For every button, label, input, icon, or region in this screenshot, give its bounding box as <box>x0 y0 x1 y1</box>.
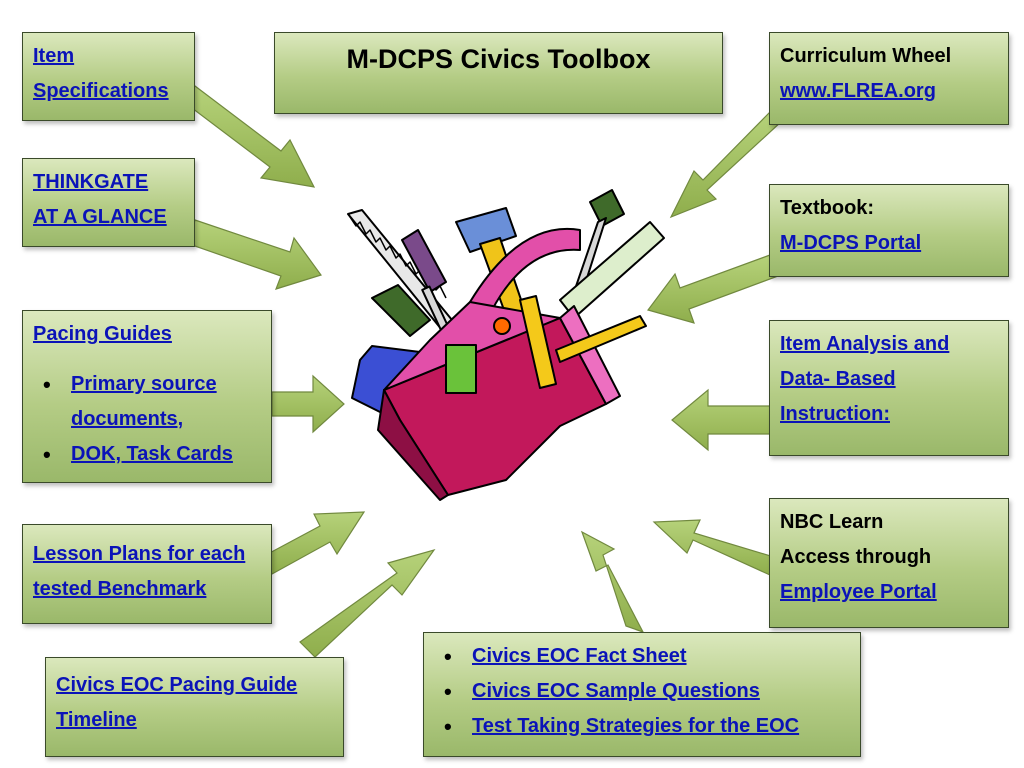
arrow-eoc-list <box>580 530 645 634</box>
arrow-pacing <box>271 374 345 434</box>
arrow-textbook <box>646 254 779 324</box>
thinkgate-box: THINKGATE AT A GLANCE <box>22 158 195 247</box>
eoc-pacing-timeline-box: Civics EOC Pacing Guide Timeline <box>45 657 344 757</box>
item-specifications-link-line2[interactable]: Specifications <box>33 80 169 102</box>
employee-portal-link[interactable]: Employee Portal <box>780 581 937 603</box>
flrea-link[interactable]: www.FLREA.org <box>780 80 936 102</box>
item-analysis-link-line3[interactable]: Instruction: <box>780 403 890 425</box>
title-text: M-DCPS Civics Toolbox <box>346 44 651 74</box>
item-analysis-link-line2[interactable]: Data- Based <box>780 368 896 390</box>
item-specifications-box: Item Specifications <box>22 32 195 121</box>
pacing-guides-box: Pacing Guides Primary source documents, … <box>22 310 272 483</box>
item-analysis-box: Item Analysis and Data- Based Instructio… <box>769 320 1009 456</box>
arrow-eoc-timeline <box>299 548 436 658</box>
arrow-item-analysis <box>671 388 771 452</box>
eoc-fact-sheet-link[interactable]: Civics EOC Fact Sheet <box>472 645 687 667</box>
eoc-resources-box: Civics EOC Fact Sheet Civics EOC Sample … <box>423 632 861 757</box>
nbc-learn-label: NBC Learn <box>780 511 884 533</box>
toolbox-illustration <box>347 189 665 501</box>
primary-source-link-line2[interactable]: documents, <box>71 408 184 430</box>
arrow-thinkgate <box>188 219 322 290</box>
dok-task-cards-link[interactable]: DOK, Task Cards <box>71 443 233 465</box>
eoc-sample-questions-link[interactable]: Civics EOC Sample Questions <box>472 680 760 702</box>
textbook-box: Textbook: M-DCPS Portal <box>769 184 1009 277</box>
item-specifications-link-line1[interactable]: Item <box>33 45 75 67</box>
arrow-item-specifications <box>183 85 316 188</box>
eoc-pacing-link-line2[interactable]: Timeline <box>56 709 137 731</box>
item-analysis-link-line1[interactable]: Item Analysis and <box>780 333 950 355</box>
thinkgate-link-line1[interactable]: THINKGATE <box>33 171 149 193</box>
mdcps-portal-link[interactable]: M-DCPS Portal <box>780 232 922 254</box>
pacing-bullet-primary-source: Primary source documents, <box>33 367 261 437</box>
test-taking-strategies-link[interactable]: Test Taking Strategies for the EOC <box>472 715 800 737</box>
curriculum-wheel-box: Curriculum Wheel www.FLREA.org <box>769 32 1009 125</box>
eoc-list-item: Test Taking Strategies for the EOC <box>434 709 850 744</box>
eoc-pacing-link-line1[interactable]: Civics EOC Pacing Guide <box>56 674 298 696</box>
eoc-list-item: Civics EOC Sample Questions <box>434 674 850 709</box>
pacing-bullet-dok: DOK, Task Cards <box>33 437 261 472</box>
nbc-learn-box: NBC Learn Access through Employee Portal <box>769 498 1009 628</box>
thinkgate-link-line2[interactable]: AT A GLANCE <box>33 206 167 228</box>
pacing-guides-link[interactable]: Pacing Guides <box>33 323 172 345</box>
arrow-nbc <box>652 519 775 576</box>
primary-source-link-line1[interactable]: Primary source <box>71 373 217 395</box>
textbook-label: Textbook: <box>780 197 875 219</box>
arrow-curriculum <box>669 111 783 219</box>
curriculum-wheel-label: Curriculum Wheel <box>780 45 952 67</box>
eoc-list-item: Civics EOC Fact Sheet <box>434 639 850 674</box>
lesson-plans-box: Lesson Plans for each tested Benchmark <box>22 524 272 624</box>
arrow-lesson-plans <box>263 511 366 575</box>
nbc-access-label: Access through <box>780 546 932 568</box>
lesson-plans-link-line2[interactable]: tested Benchmark <box>33 578 207 600</box>
page-title: M-DCPS Civics Toolbox <box>274 32 723 114</box>
lesson-plans-link-line1[interactable]: Lesson Plans for each <box>33 543 246 565</box>
